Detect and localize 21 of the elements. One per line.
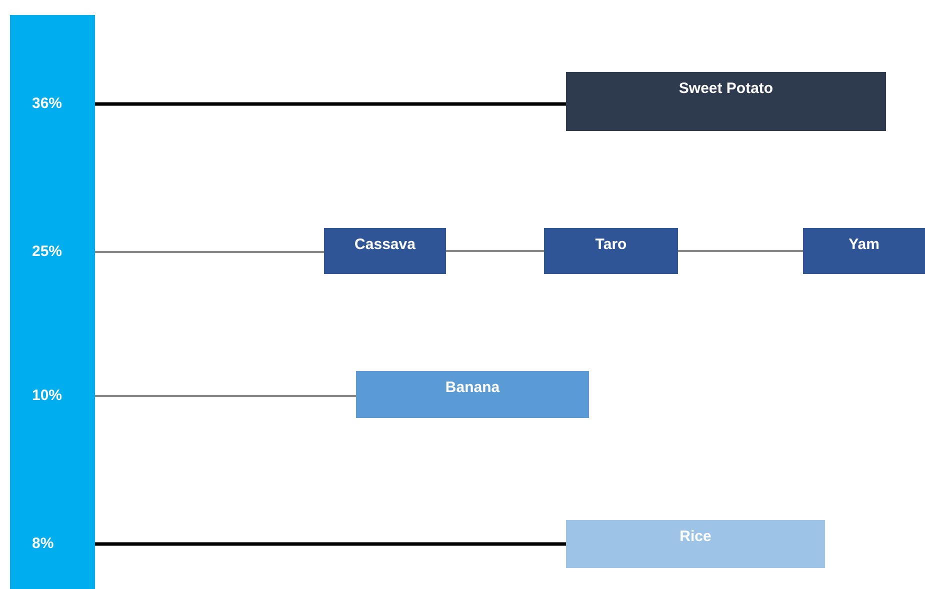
percentage-label: 36%	[31, 94, 64, 114]
percentage-label: 8%	[31, 534, 55, 554]
connector-line	[678, 250, 804, 252]
percentage-label: 25%	[31, 242, 64, 262]
connector-line	[446, 250, 544, 252]
connector-line	[95, 102, 566, 106]
label-box	[544, 228, 678, 274]
box-label: Banana	[444, 378, 501, 396]
scale-bar	[10, 15, 95, 589]
connector-line	[95, 542, 566, 546]
percentage-label: 10%	[31, 386, 64, 406]
label-box	[324, 228, 446, 274]
label-box	[566, 72, 886, 131]
label-box	[566, 520, 825, 568]
box-label: Yam	[848, 235, 880, 253]
box-label: Taro	[594, 235, 628, 253]
label-box	[803, 228, 925, 274]
box-label: Rice	[678, 527, 712, 545]
box-label: Sweet Potato	[678, 79, 774, 97]
box-label: Cassava	[354, 235, 416, 253]
label-box	[356, 371, 589, 418]
